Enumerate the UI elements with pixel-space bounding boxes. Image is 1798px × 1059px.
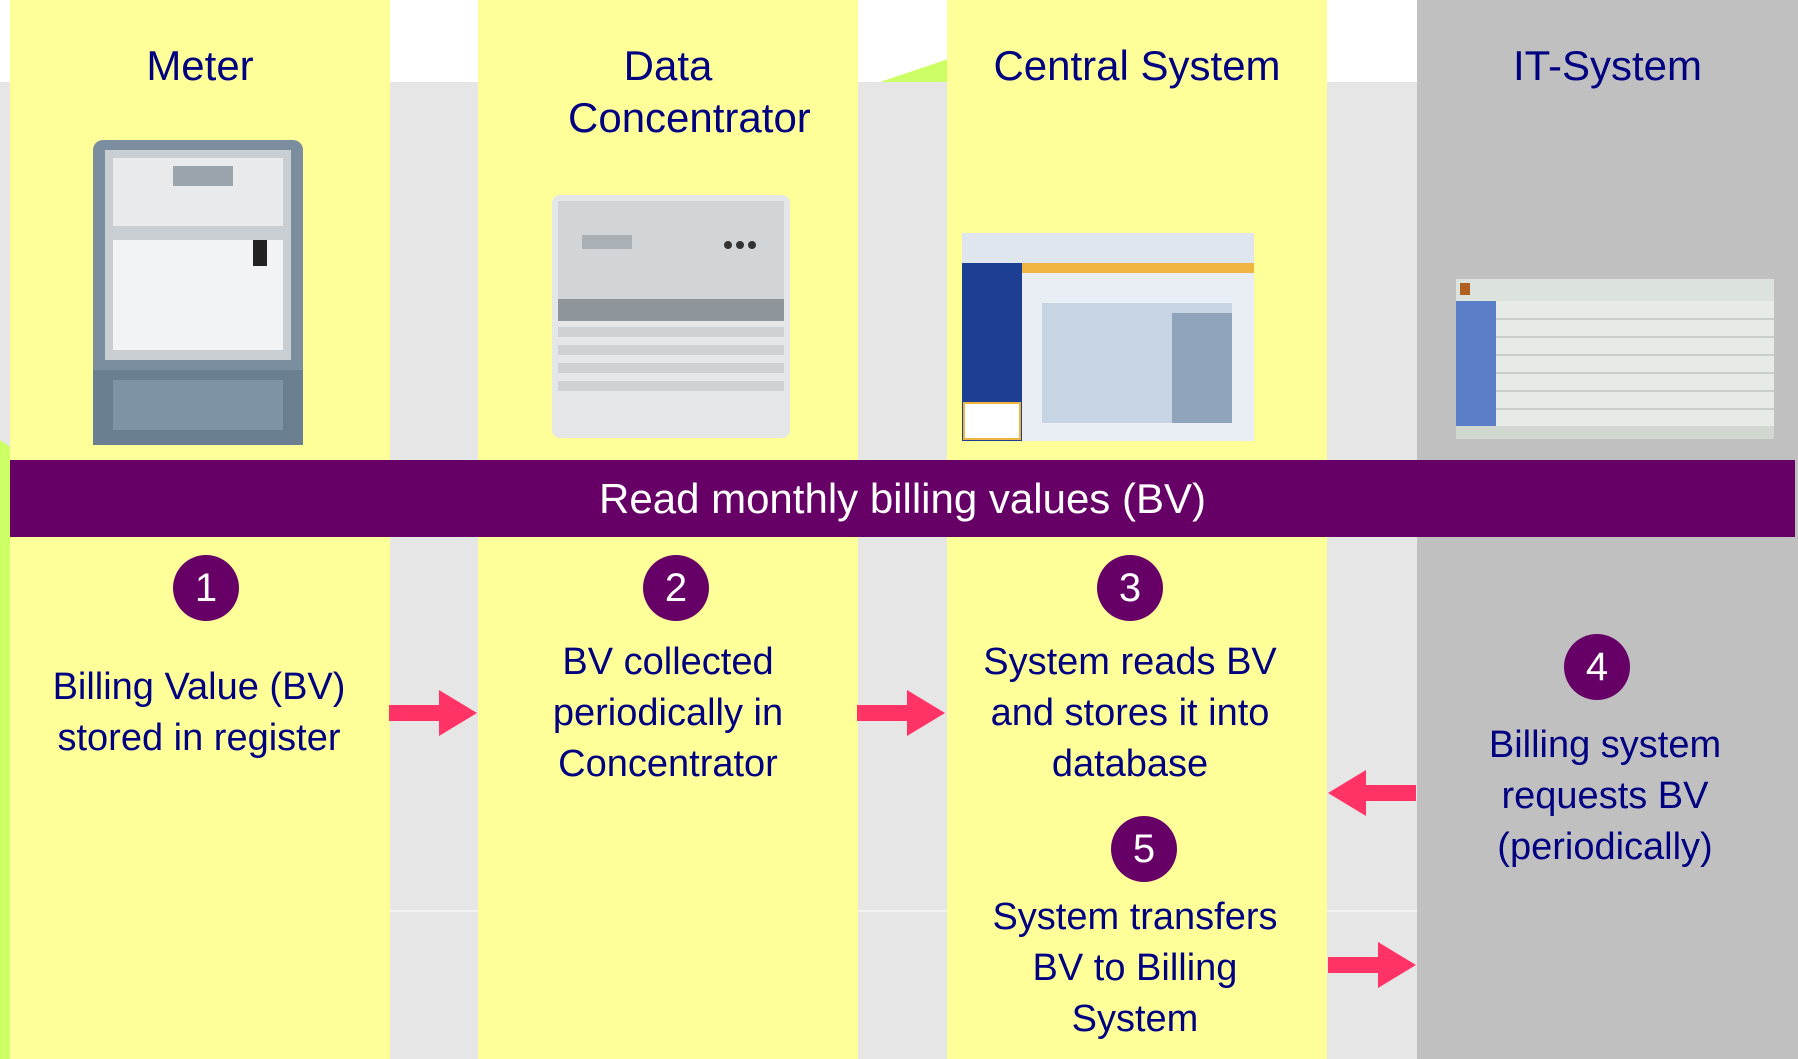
electricity-meter-photo (93, 140, 303, 445)
column-title-data-concentrator: Data Concentrator (568, 42, 811, 141)
step-4-badge: 4 (1564, 634, 1630, 700)
step-4-text: Billing system requests BV (periodically… (1488, 724, 1722, 868)
process-banner: Read monthly billing values (BV) (10, 460, 1795, 537)
arrow-right-icon (1328, 942, 1416, 988)
step-2-badge: 2 (643, 555, 709, 621)
background-divider (0, 910, 1798, 912)
column-title-meter: Meter (146, 42, 254, 89)
step-3-text: System reads BV and stores it into datab… (983, 641, 1277, 785)
central-system-screenshot (962, 233, 1254, 441)
arrow-right-icon (389, 690, 477, 736)
step-5-badge: 5 (1111, 816, 1177, 882)
step-5-text: System transfers BV to Billing System (992, 896, 1278, 1040)
data-concentrator-photo (552, 195, 790, 438)
it-system-screenshot (1456, 279, 1774, 439)
arrow-left-icon (1328, 770, 1416, 816)
step-3-badge: 3 (1097, 555, 1163, 621)
step-1-text: Billing Value (BV) stored in register (52, 666, 346, 759)
column-title-it-system: IT-System (1512, 42, 1703, 89)
step-1-badge: 1 (173, 555, 239, 621)
arrow-right-icon (857, 690, 945, 736)
step-2-text: BV collected periodically in Concentrato… (552, 641, 784, 785)
column-title-central-system: Central System (993, 42, 1281, 89)
